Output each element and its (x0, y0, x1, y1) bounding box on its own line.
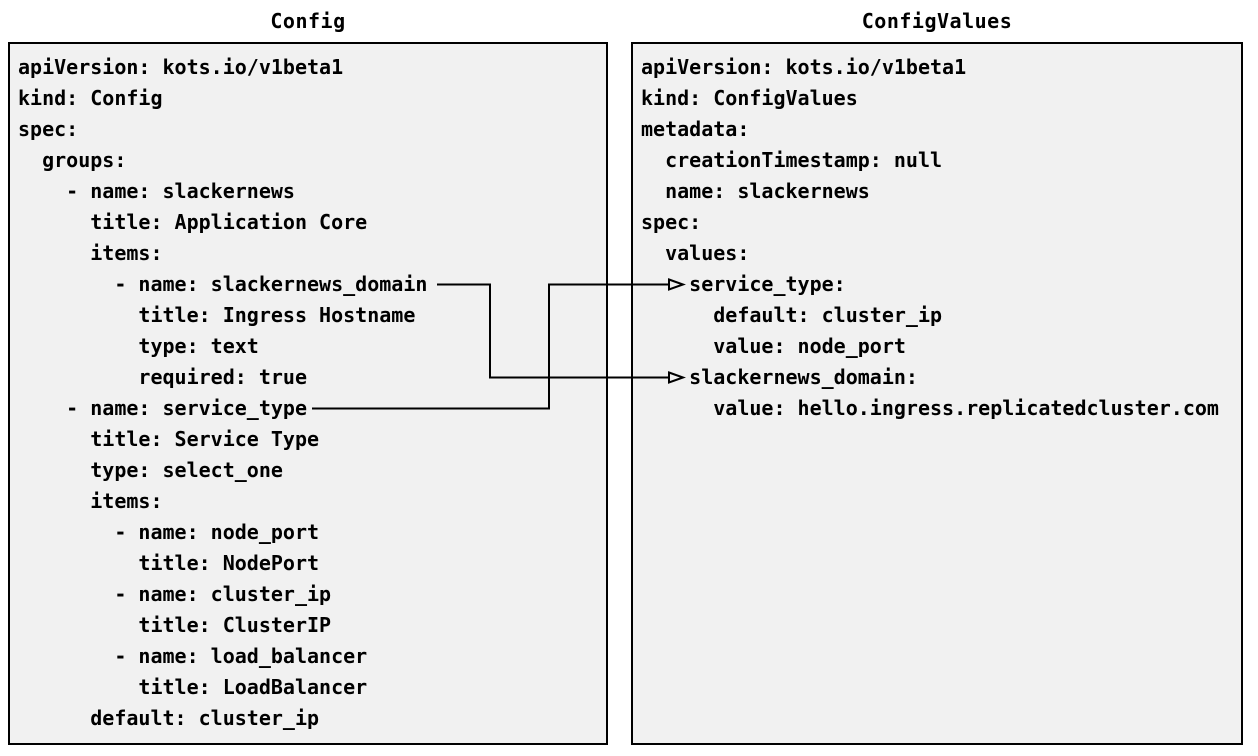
configvalues-panel-title: ConfigValues (861, 9, 1013, 33)
configvalues-yaml-code: apiVersion: kots.io/v1beta1 kind: Config… (641, 55, 1219, 420)
configvalues-yaml-box: apiVersion: kots.io/v1beta1 kind: Config… (631, 42, 1243, 745)
config-yaml-box: apiVersion: kots.io/v1beta1 kind: Config… (8, 42, 608, 745)
config-yaml-code: apiVersion: kots.io/v1beta1 kind: Config… (18, 55, 428, 730)
config-panel-title: Config (270, 9, 346, 33)
